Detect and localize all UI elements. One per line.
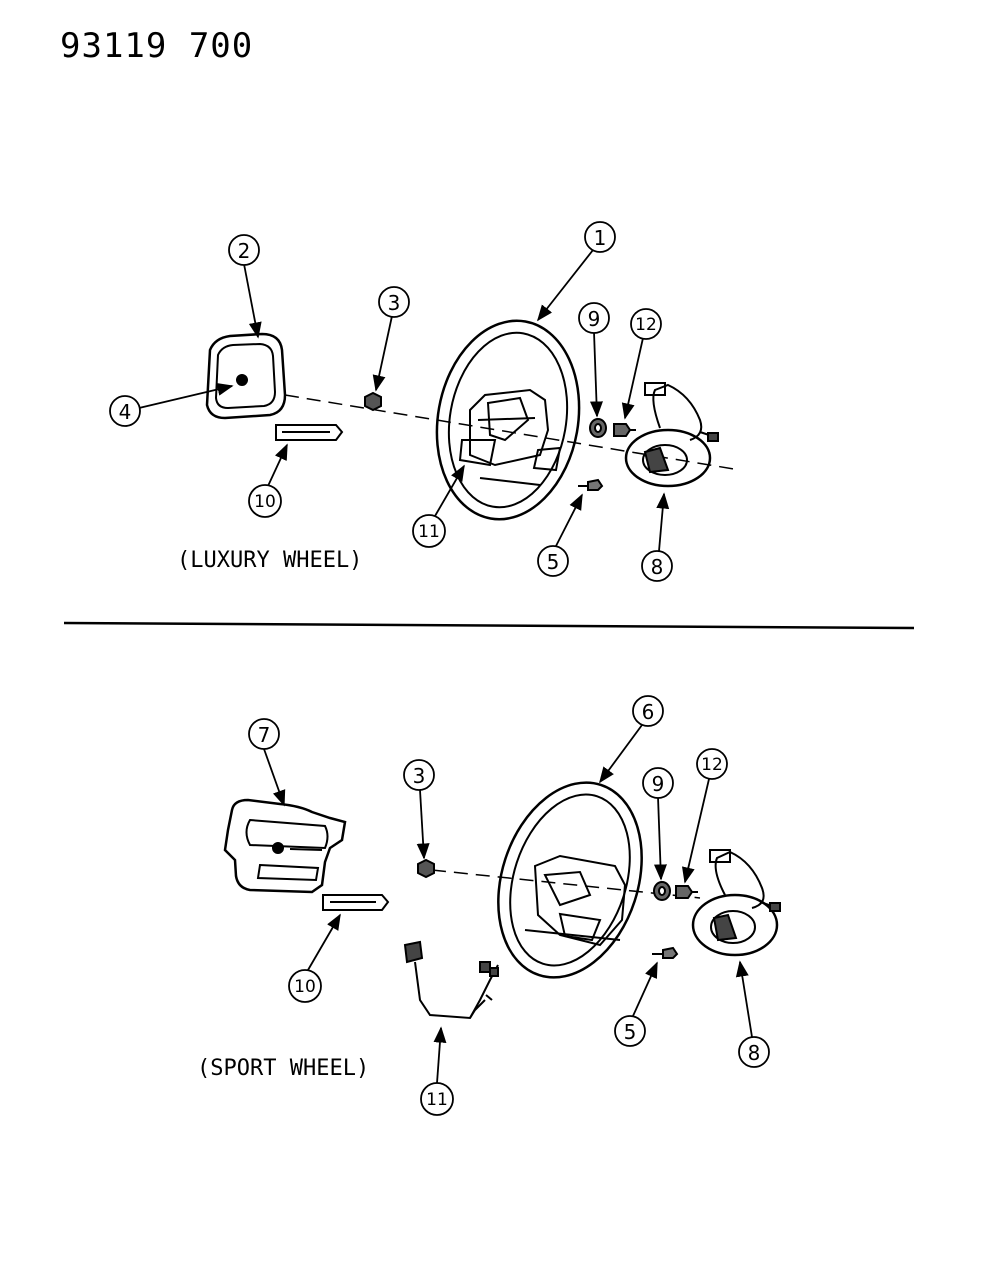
callout-10 xyxy=(248,484,282,518)
callout-10-sport-label: 10 xyxy=(294,977,316,997)
callout-12-label: 12 xyxy=(635,315,657,335)
callout-2-label: 2 xyxy=(238,239,251,263)
luxury-airbag-module xyxy=(205,332,287,420)
sport-callouts xyxy=(248,695,770,1116)
callout-3-sport-label: 3 xyxy=(413,764,426,788)
callout-1-label: 1 xyxy=(594,226,607,250)
callout-9 xyxy=(578,302,610,334)
callout-5-sport-label: 5 xyxy=(624,1020,637,1044)
callout-11-sport xyxy=(420,1082,454,1116)
callout-9-sport xyxy=(642,767,674,799)
callout-12 xyxy=(630,308,662,340)
sport-airbag-module xyxy=(223,798,347,894)
luxury-speed-control-switch xyxy=(275,424,344,441)
callout-1 xyxy=(584,221,616,253)
luxury-nut xyxy=(364,391,382,412)
callout-8-label: 8 xyxy=(651,555,664,579)
callout-7-label: 7 xyxy=(258,723,271,747)
luxury-callout-labels: 1 2 3 4 9 12 10 11 5 8 xyxy=(119,226,664,579)
callout-3-label: 3 xyxy=(388,291,401,315)
sport-callout-labels: 7 3 6 9 12 10 5 8 11 xyxy=(258,700,761,1110)
sport-emblem-icon xyxy=(272,842,284,854)
callout-12-sport-label: 12 xyxy=(701,755,723,775)
sport-wiring-harness xyxy=(403,940,499,1020)
document-number: 93119 700 xyxy=(60,26,254,66)
callout-6 xyxy=(632,695,664,727)
sport-nut xyxy=(417,858,435,879)
luxury-bolt xyxy=(613,423,636,437)
callout-4-label: 4 xyxy=(119,400,132,424)
sport-clockspring xyxy=(691,849,781,957)
section-divider xyxy=(63,621,915,630)
luxury-callouts xyxy=(109,221,673,582)
callout-6-label: 6 xyxy=(642,700,655,724)
sport-wheel-assembly xyxy=(223,781,781,1020)
luxury-screw xyxy=(578,478,604,491)
luxury-steering-wheel xyxy=(435,319,581,521)
callout-11-label: 11 xyxy=(418,522,440,542)
callout-3 xyxy=(378,286,410,318)
callout-8-sport-label: 8 xyxy=(748,1041,761,1065)
luxury-washer xyxy=(589,418,607,438)
callout-4 xyxy=(109,395,141,427)
callout-9-label: 9 xyxy=(588,307,601,331)
callout-9-sport-label: 9 xyxy=(652,772,665,796)
callout-12-sport xyxy=(696,748,728,780)
callout-5 xyxy=(537,545,569,577)
callout-11 xyxy=(412,514,446,548)
callout-10-sport xyxy=(288,969,322,1003)
luxury-emblem-icon xyxy=(236,374,248,386)
callout-8 xyxy=(641,550,673,582)
callout-8-sport xyxy=(738,1036,770,1068)
callout-2 xyxy=(228,234,260,266)
callout-5-label: 5 xyxy=(547,550,560,574)
sport-washer xyxy=(653,881,671,901)
sport-steering-wheel xyxy=(497,781,643,979)
sport-bolt xyxy=(675,885,698,899)
sport-speed-control-switch xyxy=(322,894,390,911)
sport-screw xyxy=(652,946,679,959)
callout-10-label: 10 xyxy=(254,492,276,512)
luxury-clockspring xyxy=(624,382,719,488)
sport-wheel-caption: (SPORT WHEEL) xyxy=(197,1056,369,1081)
callout-5-sport xyxy=(614,1015,646,1047)
callout-3-sport xyxy=(403,759,435,791)
callout-7 xyxy=(248,718,280,750)
luxury-wheel-caption: (LUXURY WHEEL) xyxy=(177,548,362,573)
callout-11-sport-label: 11 xyxy=(426,1090,448,1110)
luxury-wheel-assembly xyxy=(205,319,741,521)
